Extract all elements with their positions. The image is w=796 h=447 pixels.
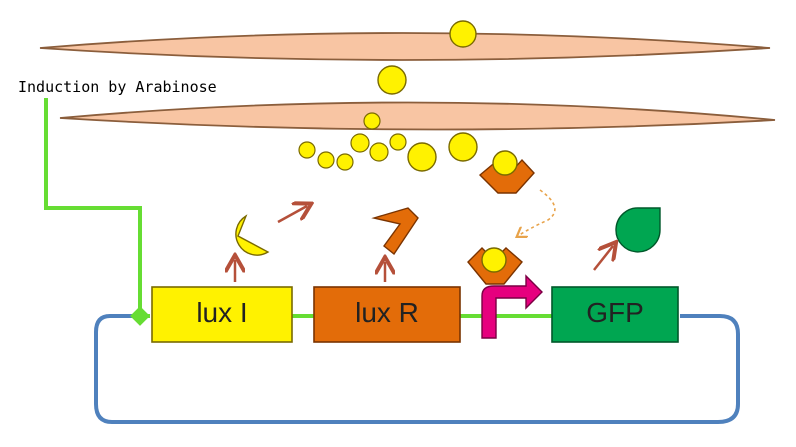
plasmid-backbone (94, 314, 740, 424)
gene-label-luxi: lux I (196, 297, 248, 328)
inner-membrane (59, 101, 776, 131)
ahl-molecule (377, 65, 407, 95)
gene-label-gfp: GFP (586, 297, 644, 328)
luxr-protein (371, 207, 419, 256)
outer-membrane (39, 32, 771, 61)
induction-line (44, 98, 150, 318)
gene-box-luxi (151, 286, 293, 343)
gene-box-gfp (551, 286, 679, 343)
ahl-molecule (481, 247, 507, 273)
gene-box-luxr (313, 286, 461, 343)
luxi-protein (235, 214, 270, 256)
ahl-molecule (350, 133, 370, 153)
ahl-molecule (336, 153, 354, 171)
gfp-protein (615, 207, 661, 253)
ahl-molecule (492, 150, 518, 176)
ahl-molecule (298, 141, 316, 159)
ahl-molecule (448, 132, 478, 162)
ahl-synthesis-arrow (277, 206, 307, 224)
ahl-molecule (317, 151, 335, 169)
ahl-molecule (389, 133, 407, 151)
induction-junction (130, 306, 150, 326)
promoter-arrow (481, 274, 543, 339)
induction-label: Induction by Arabinose (16, 78, 219, 96)
ahl-molecule (407, 142, 437, 172)
ahl-molecule (369, 142, 389, 162)
ahl-molecule (449, 20, 477, 48)
expression-arrow-gfp (593, 246, 613, 271)
gene-label-luxr: lux R (355, 297, 419, 328)
ahl-molecule (363, 112, 381, 130)
binding-path-arrow (518, 189, 556, 236)
